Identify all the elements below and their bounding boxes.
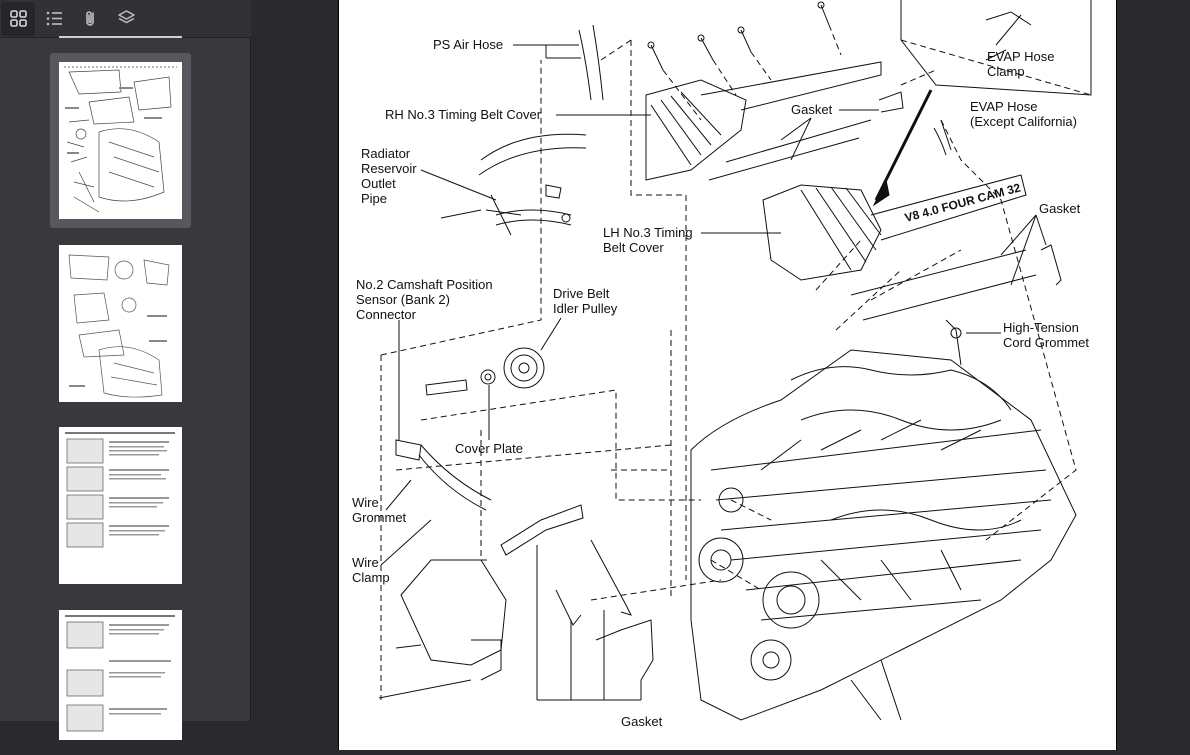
label-radiator-3: Outlet	[361, 176, 396, 191]
thumbnail-image	[59, 62, 182, 219]
thumbnail-page-1[interactable]	[50, 53, 191, 228]
label-gasket-right: Gasket	[1039, 201, 1081, 216]
thumbnails-button[interactable]	[1, 1, 35, 36]
label-cam-sensor-1: No.2 Camshaft Position	[356, 277, 493, 292]
label-wire-grommet-2: Grommet	[352, 510, 407, 525]
label-idler-2: Idler Pulley	[553, 301, 618, 316]
label-cover-plate: Cover Plate	[455, 441, 523, 456]
outline-button[interactable]	[37, 2, 71, 36]
thumbnail-image	[59, 427, 182, 584]
label-radiator-1: Radiator	[361, 146, 411, 161]
thumbnail-image	[59, 245, 182, 402]
attachments-button[interactable]	[73, 2, 107, 36]
label-wire-clamp-1: Wire	[352, 555, 379, 570]
layers-button[interactable]	[109, 2, 143, 36]
label-grommet-2: Cord Grommet	[1003, 335, 1089, 350]
label-gasket-bottom: Gasket	[621, 714, 663, 729]
label-rh-timing-belt-cover: RH No.3 Timing Belt Cover	[385, 107, 542, 122]
thumbnail-scroll-indicator	[59, 36, 182, 38]
document-page: V8 4.0 FOUR CAM 32 PS Air Hose RH No.3 T…	[338, 0, 1117, 750]
label-radiator-2: Reservoir	[361, 161, 417, 176]
thumbnails-icon	[9, 10, 27, 27]
label-grommet-1: High-Tension	[1003, 320, 1079, 335]
thumbnail-page-4[interactable]	[50, 601, 191, 740]
layers-icon	[117, 10, 135, 24]
engine-diagram: V8 4.0 FOUR CAM 32 PS Air Hose RH No.3 T…	[352, 0, 1092, 729]
sidebar	[0, 0, 251, 740]
label-evap-hose-2: (Except California)	[970, 114, 1077, 129]
label-evap-clamp-2: Clamp	[987, 64, 1025, 79]
sidebar-toolbar	[0, 0, 251, 38]
label-gasket-top: Gasket	[791, 102, 833, 117]
thumbnail-image	[59, 610, 182, 740]
thumbnail-page-2[interactable]	[50, 236, 191, 411]
label-ps-air-hose: PS Air Hose	[433, 37, 503, 52]
label-evap-clamp-1: EVAP Hose	[987, 49, 1054, 64]
label-cam-sensor-2: Sensor (Bank 2)	[356, 292, 450, 307]
paperclip-icon	[85, 11, 94, 26]
thumbnail-page-3[interactable]	[50, 418, 191, 593]
label-wire-grommet-1: Wire	[352, 495, 379, 510]
label-idler-1: Drive Belt	[553, 286, 610, 301]
label-wire-clamp-2: Clamp	[352, 570, 390, 585]
label-radiator-4: Pipe	[361, 191, 387, 206]
engine-marking: V8 4.0 FOUR CAM 32	[903, 180, 1022, 225]
outline-icon	[46, 11, 62, 26]
label-lh-cover-1: LH No.3 Timing	[603, 225, 693, 240]
label-cam-sensor-3: Connector	[356, 307, 417, 322]
label-lh-cover-2: Belt Cover	[603, 240, 664, 255]
label-evap-hose-1: EVAP Hose	[970, 99, 1037, 114]
